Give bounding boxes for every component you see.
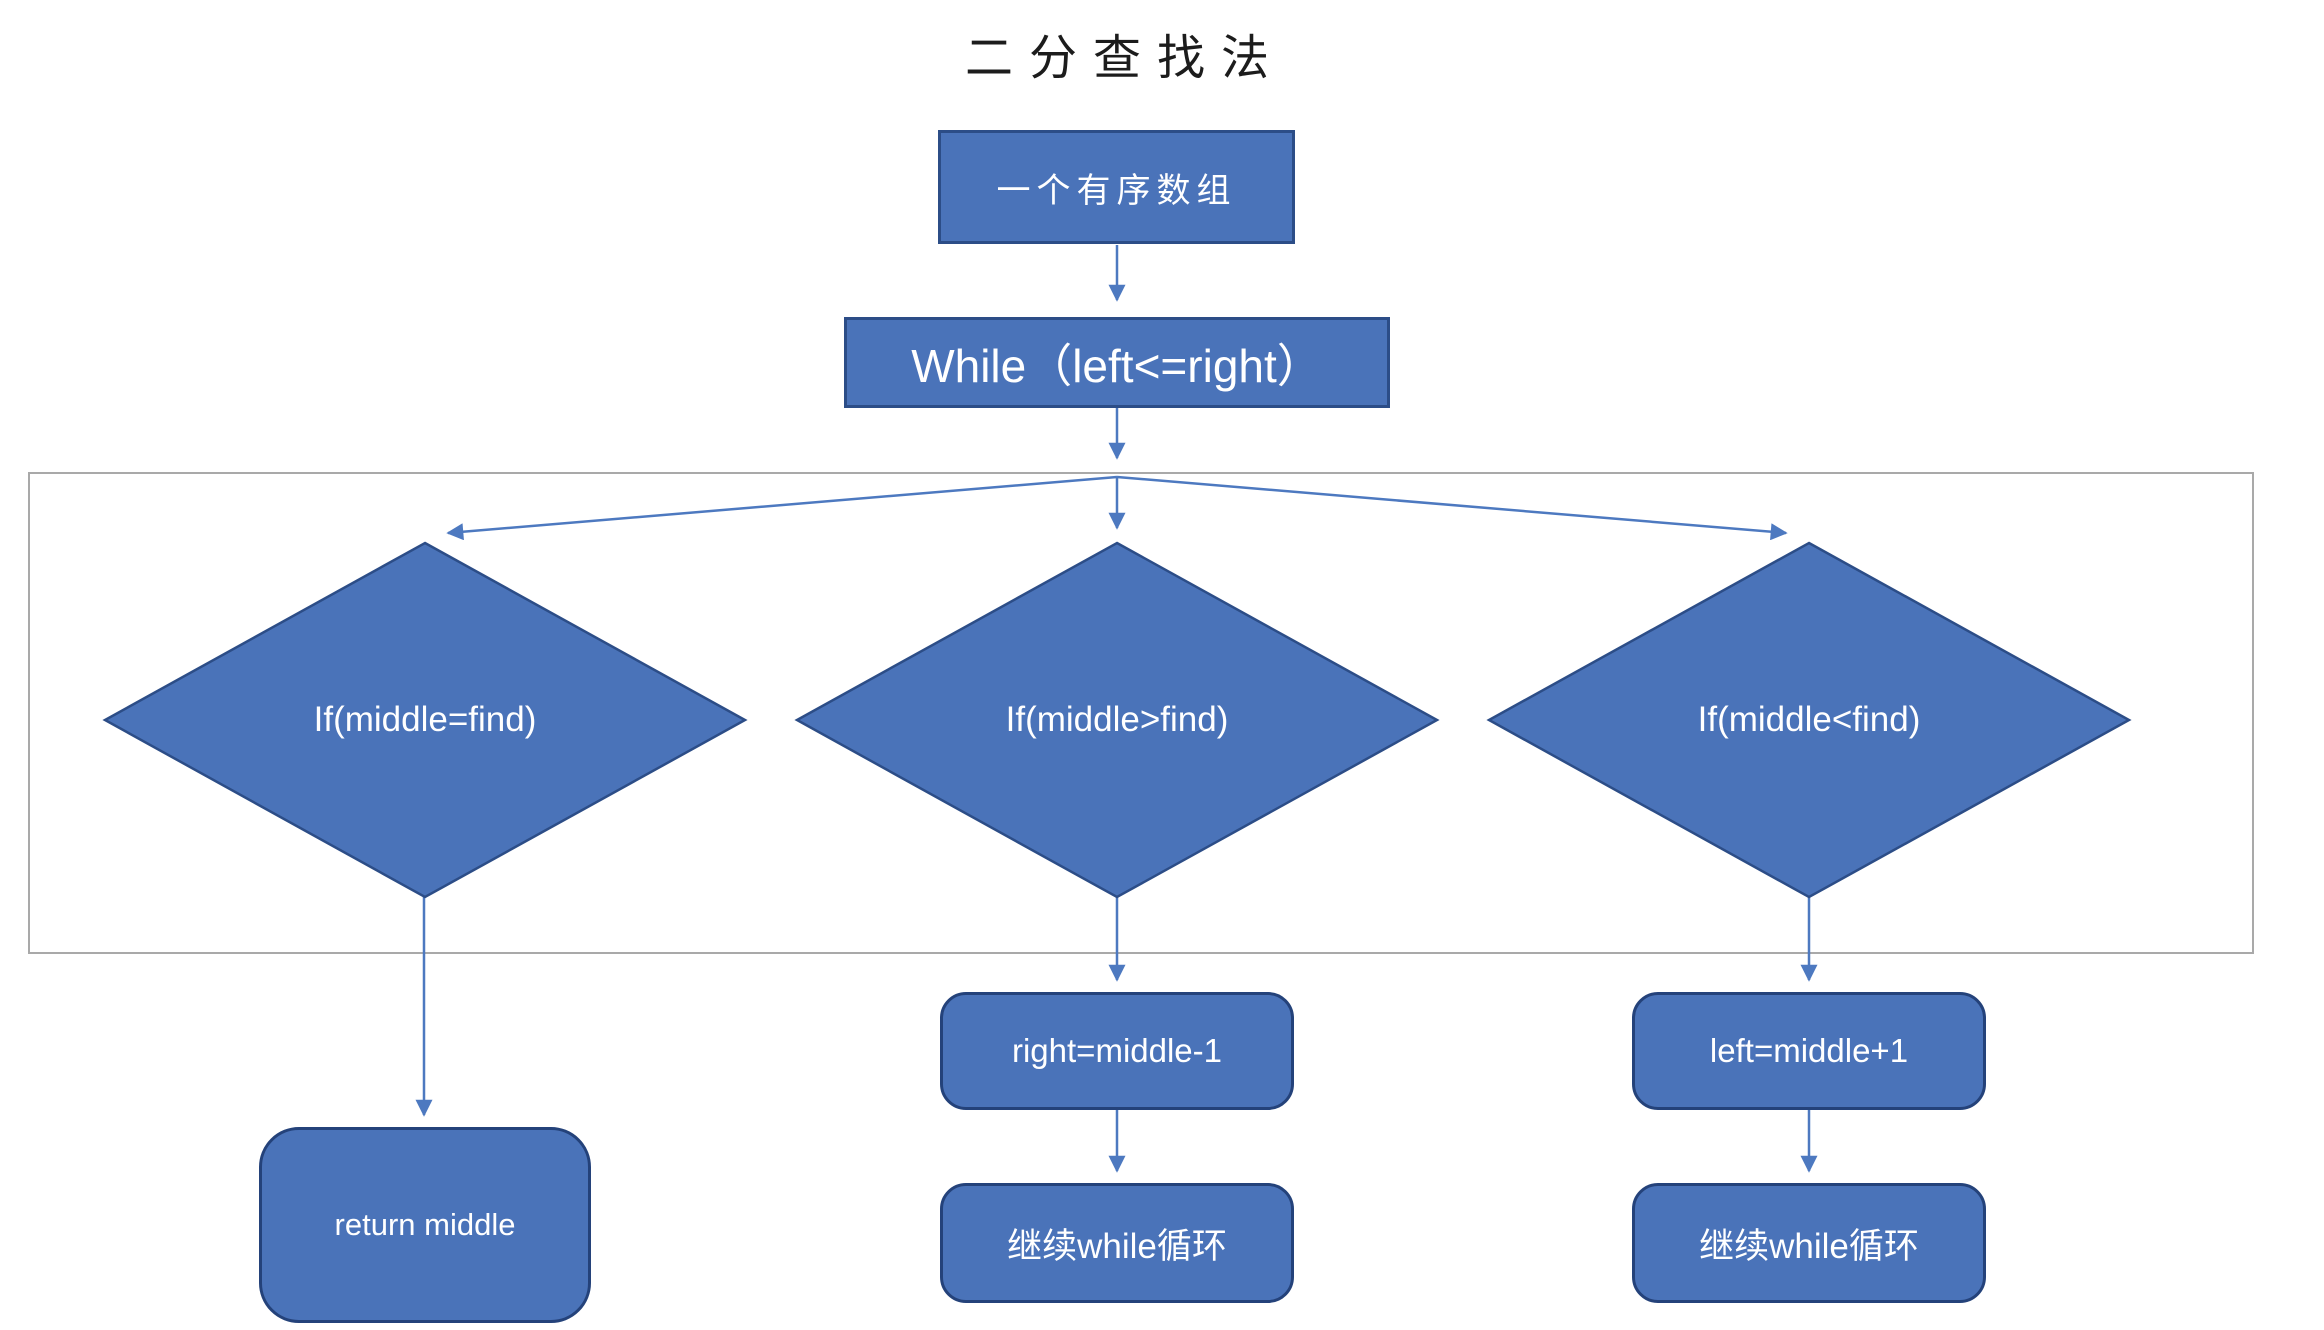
return-middle-node: return middle	[259, 1127, 591, 1323]
condition-less-diamond	[1486, 541, 2132, 899]
condition-greater-label: If(middle>find)	[1005, 700, 1229, 739]
update-left-label: left=middle+1	[1709, 1032, 1909, 1069]
start-node: 一个有序数组	[938, 130, 1295, 244]
update-right-node: right=middle-1	[940, 992, 1294, 1110]
return-middle-label: return middle	[334, 1207, 516, 1242]
while-loop-label: While（left<=right）	[911, 339, 1323, 392]
page-title: 二分查找法	[964, 30, 1285, 86]
condition-less-label: If(middle<find)	[1697, 700, 1921, 739]
condition-greater-diamond	[794, 541, 1440, 899]
connector-junction-to-equal	[446, 475, 1118, 541]
continue-while-right-node: 继续while循环	[1632, 1183, 1986, 1303]
condition-equal-label: If(middle=find)	[313, 700, 537, 739]
update-right-label: right=middle-1	[1011, 1032, 1223, 1069]
start-node-label: 一个有序数组	[996, 171, 1237, 210]
condition-equal-diamond	[102, 541, 748, 899]
continue-while-mid-node: 继续while循环	[940, 1183, 1294, 1303]
connector-junction-to-less	[1116, 475, 1788, 541]
continue-while-right-label: 继续while循环	[1699, 1226, 1919, 1266]
continue-while-mid-label: 继续while循环	[1007, 1226, 1227, 1266]
loop-body-container	[28, 472, 2254, 954]
update-left-node: left=middle+1	[1632, 992, 1986, 1110]
while-loop-node: While（left<=right）	[844, 317, 1390, 408]
